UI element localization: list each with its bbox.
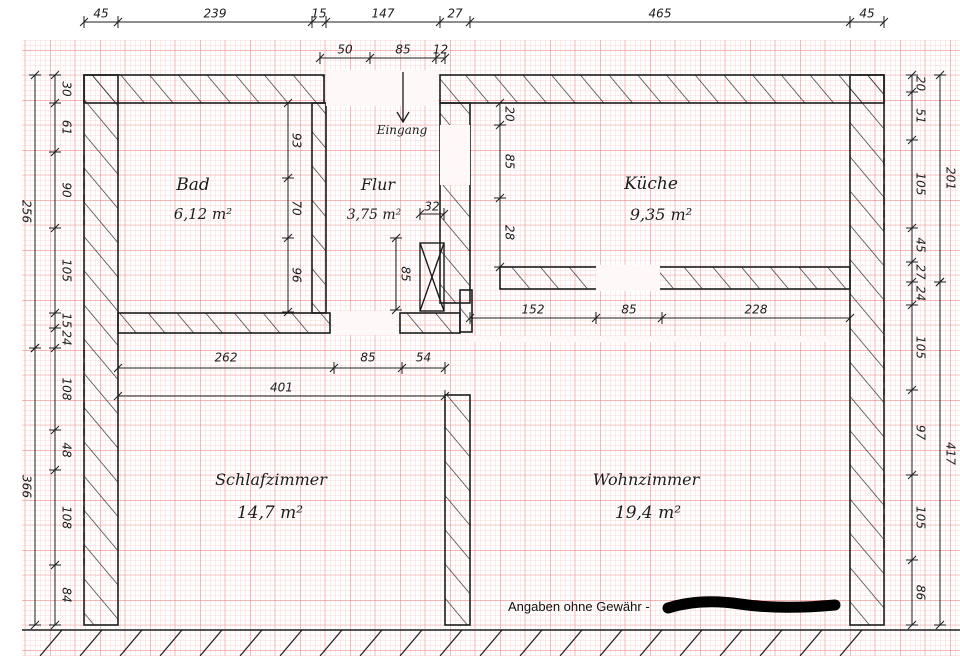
- dim-left-0: 30: [60, 81, 74, 97]
- wall-left: [83, 74, 119, 626]
- dim-left-8: 108: [60, 506, 74, 529]
- dim-bath-right-0: 93: [290, 133, 304, 148]
- dim-kitchen-bottom-2: 228: [745, 303, 768, 317]
- entrance-label: Eingang: [376, 123, 428, 137]
- dim-mid-0: 262: [215, 351, 238, 365]
- wall-bath-flur: [311, 102, 327, 314]
- dim-left-1: 61: [60, 120, 74, 135]
- dim-hall-85-0: 85: [399, 266, 413, 281]
- entrance-arrow-icon: [396, 72, 410, 124]
- dimension-lines: [29, 16, 946, 630]
- wall-bed-living-upper: [459, 289, 473, 333]
- dim-bath-right-1: 70: [290, 200, 304, 216]
- dim-bath-right-2: 96: [290, 267, 304, 283]
- wall-right: [849, 74, 885, 626]
- dim-kitchen-left-2: 28: [503, 225, 517, 241]
- windows: [83, 145, 885, 565]
- dim-right-5: 24: [914, 286, 928, 301]
- wall-flur-bottom: [399, 312, 461, 334]
- dim-left-5: 24: [60, 330, 74, 345]
- dim-top-3: 147: [372, 7, 395, 21]
- dim-left-6: 108: [60, 378, 74, 401]
- shaft: [419, 242, 445, 312]
- dim-top2-0: 50: [337, 43, 353, 57]
- wall-bed-living: [444, 394, 471, 626]
- dim-right-2: 105: [914, 173, 928, 196]
- room-area-bad: 6,12 m²: [174, 205, 232, 223]
- wall-bath-bottom: [117, 312, 331, 334]
- dim-right-0: 20: [914, 76, 928, 92]
- room-name-kueche: Küche: [623, 174, 678, 194]
- dim-right-6: 105: [914, 336, 928, 359]
- dim-right-total1-0: 201: [944, 167, 958, 190]
- dim-right-4: 27: [914, 264, 928, 280]
- dim-kitchen-left-1: 85: [503, 154, 517, 169]
- dim-left-4: 15: [60, 313, 74, 328]
- disclaimer-text: Angaben ohne Gewähr -: [508, 599, 650, 614]
- room-name-flur: Flur: [360, 175, 397, 194]
- room-name-bad: Bad: [175, 175, 210, 195]
- dim-top-0: 45: [93, 7, 108, 21]
- dim-left-3: 105: [60, 259, 74, 282]
- dim-left-9: 84: [60, 587, 74, 602]
- dim-top-4: 27: [447, 7, 463, 21]
- dim-top-2: 15: [311, 7, 326, 21]
- wall-kitchen-bottom: [499, 266, 851, 290]
- dim-right-total2-0: 417: [944, 442, 958, 465]
- dim-right-3: 45: [914, 237, 928, 252]
- ground-hatch: [39, 629, 863, 656]
- room-area-kueche: 9,35 m²: [630, 205, 692, 224]
- room-name-schlafzimmer: Schlafzimmer: [215, 470, 328, 489]
- dim-top-6: 45: [859, 7, 874, 21]
- dim-top2-2: 12: [433, 43, 448, 57]
- dim-right-9: 86: [914, 585, 928, 601]
- walls: [22, 74, 960, 631]
- dim-right-7: 97: [914, 425, 928, 441]
- dim-right-1: 51: [914, 108, 928, 123]
- dim-mid-1: 85: [360, 351, 375, 365]
- dim-left-2: 90: [60, 182, 74, 198]
- dim-mid-2: 54: [416, 351, 431, 365]
- dim-kitchen-bottom-1: 85: [621, 303, 636, 317]
- graph-paper: [22, 40, 960, 656]
- dim-left-total1-0: 256: [20, 200, 34, 223]
- dim-kitchen-left-0: 20: [503, 106, 517, 122]
- dim-top-5: 465: [649, 7, 672, 21]
- wall-top-right: [439, 74, 885, 104]
- dim-right-8: 105: [914, 506, 928, 529]
- wall-top-left: [83, 74, 325, 104]
- dim-hall-32-0: 32: [424, 200, 439, 214]
- dim-left-7: 48: [60, 442, 74, 458]
- room-area-flur: 3,75 m²: [347, 207, 402, 223]
- room-name-wohnzimmer: Wohnzimmer: [593, 470, 701, 489]
- redaction-mark: [662, 596, 841, 614]
- room-area-schlafzimmer: 14,7 m²: [237, 503, 303, 523]
- room-area-wohnzimmer: 19,4 m²: [615, 503, 681, 523]
- dim-top-1: 239: [204, 7, 227, 21]
- dim-kitchen-bottom-0: 152: [522, 303, 545, 317]
- dim-401-0: 401: [270, 381, 293, 395]
- dim-left-total2-0: 366: [20, 475, 34, 498]
- dim-top2-1: 85: [395, 43, 410, 57]
